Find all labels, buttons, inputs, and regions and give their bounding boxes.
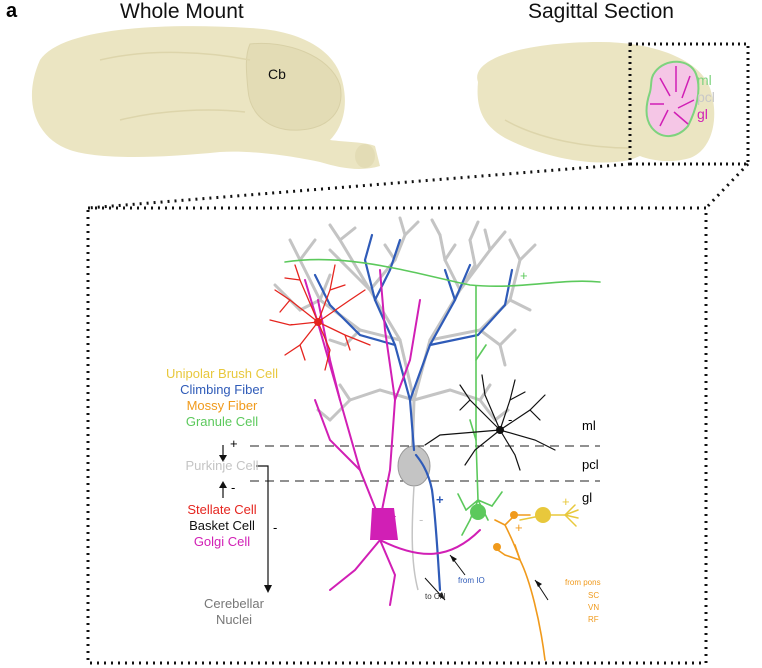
section-layer-ml: ml	[697, 72, 712, 88]
climbing-fiber-label: Climbing Fiber	[180, 382, 264, 397]
purkinje-label: Purkinje Cell	[185, 458, 259, 473]
vn-label: VN	[588, 603, 600, 612]
purkinje-minus-sign: -	[419, 512, 424, 527]
mossy-fiber	[494, 514, 546, 661]
purkinje-soma	[397, 445, 431, 487]
stellate-minus-sign: -	[290, 316, 295, 331]
nuclei-label-line1: Cerebellar	[204, 596, 264, 611]
golgi-cell	[304, 269, 481, 606]
stellate-cell	[269, 264, 371, 371]
golgi-soma	[370, 508, 398, 540]
rf-label: RF	[588, 615, 599, 624]
ubc-label: Unipolar Brush Cell	[166, 366, 278, 381]
purkinje-axon	[411, 485, 419, 591]
panel-label: a	[6, 0, 18, 22]
section-layer-pcl: pcl	[697, 89, 715, 105]
from-io-label: from IO	[458, 576, 485, 585]
cerebellum-label: Cb	[268, 66, 286, 82]
sagittal-brain	[477, 42, 715, 163]
whole-mount-brain	[31, 26, 380, 169]
inhibitory-sign: -	[231, 480, 236, 495]
mossy-fiber-label: Mossy Fiber	[186, 398, 258, 413]
granule-cell	[284, 258, 601, 536]
layer-ml-label: ml	[582, 418, 596, 433]
to-cn-label: to CN	[425, 592, 446, 601]
sagittal-section-title: Sagittal Section	[528, 0, 674, 23]
stellate-soma	[314, 318, 322, 326]
climbing-fiber	[313, 233, 514, 592]
nuclei-label-line2: Nuclei	[215, 612, 253, 627]
zoom-box	[628, 42, 750, 166]
detail-box	[86, 206, 708, 665]
basket-soma	[496, 426, 504, 434]
granule-plus-sign: +	[520, 268, 528, 283]
ubc-plus-sign: +	[562, 494, 570, 509]
from-pons-label: from pons	[565, 578, 601, 587]
excitatory-sign: +	[230, 436, 238, 451]
mossy-plus-sign: +	[515, 520, 523, 535]
golgi-minus-sign: -	[392, 508, 397, 523]
basket-minus-sign: -	[508, 412, 513, 427]
section-layer-gl: gl	[697, 106, 708, 122]
whole-mount-title: Whole Mount	[120, 0, 244, 23]
climbing-plus-sign: +	[436, 492, 444, 507]
layer-pcl-label: pcl	[582, 457, 599, 472]
layer-gl-label: gl	[582, 490, 593, 505]
sc-label: SC	[588, 591, 600, 600]
golgi-label: Golgi Cell	[193, 534, 251, 549]
stellate-label: Stellate Cell	[187, 502, 257, 517]
purkinje-output-sign: -	[273, 520, 278, 535]
cerebellum-folia	[645, 60, 700, 137]
granule-cell-label: Granule Cell	[185, 414, 259, 429]
granule-soma	[470, 504, 486, 520]
ubc-soma	[535, 507, 551, 523]
basket-cell	[424, 374, 556, 471]
basket-label: Basket Cell	[189, 518, 255, 533]
